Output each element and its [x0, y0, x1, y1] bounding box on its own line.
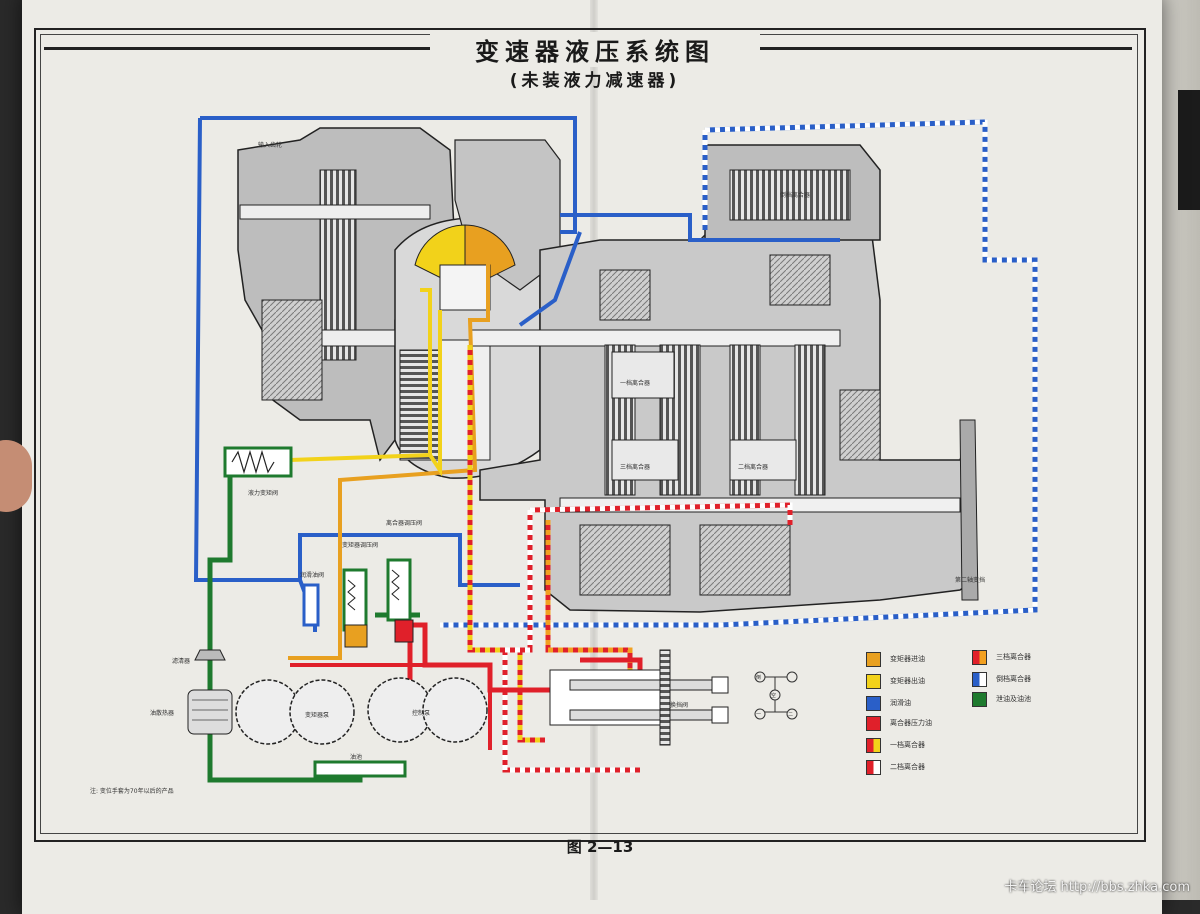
converter-out-line	[289, 288, 432, 462]
shift-pos-second: 二	[788, 712, 793, 718]
shift-pos-neutral: 空	[771, 692, 776, 699]
label-pump-converter: 变矩器泵	[305, 712, 330, 719]
converter-in-line	[288, 260, 490, 660]
converter-feed-lines	[288, 260, 490, 660]
legend-swatch-third-clutch	[972, 650, 987, 665]
label-reverse-clutch: 倒档离合器	[780, 192, 811, 199]
converter-hub	[439, 264, 491, 311]
lube-line-left-drop	[193, 117, 300, 582]
lube-line-to-clutch	[298, 533, 520, 587]
reverse-clutch-lines	[440, 119, 1038, 628]
label-converter-relief: 液力变矩阀	[248, 490, 279, 497]
label-input-gear: 输入齿轮	[258, 142, 283, 149]
output-flange	[959, 419, 979, 601]
thumb	[0, 440, 32, 512]
reverse-line-outer-dash	[440, 119, 1038, 628]
diagram-footnote: 注: 变位手套为70年以后的产品	[90, 788, 174, 795]
figure-caption: 图 2—13	[566, 838, 634, 856]
lube-line-mid	[518, 231, 582, 327]
label-clutch-adjust: 离合器调压阀	[386, 520, 423, 527]
upper-clutch-pack	[599, 269, 651, 321]
legend-label-third-clutch: 三档离合器	[996, 653, 1031, 661]
shift-pos-reverse: 倒	[756, 674, 761, 681]
third-clutch-pack	[611, 439, 679, 481]
input-gear-stack	[319, 169, 357, 361]
converter-ribs	[399, 349, 441, 461]
label-shift-valve: 换挡阀	[670, 702, 689, 709]
legend-swatch-lube	[866, 696, 881, 711]
legend-swatch-converter-in	[866, 652, 881, 667]
label-filter: 滤清器	[172, 658, 191, 665]
forum-watermark: 卡车论坛 http://bbs.zhka.com	[1004, 880, 1190, 895]
label-output-shaft: 第二轴变挡	[955, 577, 986, 584]
converter-turbine	[439, 339, 491, 461]
label-second-clutch: 二档离合器	[738, 464, 769, 471]
input-shaft	[239, 204, 431, 220]
title-rule-left	[44, 47, 434, 50]
label-first-clutch: 一档离合器	[620, 380, 651, 387]
diagram-title: 变速器液压系统图	[430, 32, 760, 67]
rear-housing-hatch	[839, 389, 881, 461]
filter-body	[194, 649, 226, 661]
lower-clutch-pack-2	[699, 524, 791, 596]
converter-relief-valve	[223, 446, 293, 478]
title-rule-right	[758, 47, 1132, 50]
lube-line-outer-loop	[200, 116, 577, 234]
converter-out-line-2	[428, 310, 442, 477]
oil-pumps	[235, 663, 492, 778]
regulator-valves	[302, 558, 414, 648]
legend-label-converter-in: 变矩器进油	[890, 655, 925, 663]
legend-swatch-converter-out	[866, 674, 881, 689]
second-clutch-line-dash	[502, 502, 793, 773]
legend-swatch-clutch-pressure	[866, 716, 881, 731]
legend-swatch-drain	[972, 692, 987, 707]
lower-clutch-pack-1	[579, 524, 671, 596]
oil-cooler-body	[187, 689, 233, 735]
label-oil-cooler: 油散热器	[150, 710, 175, 717]
label-lube-relief: 润滑油阀	[300, 572, 325, 579]
label-pump-control: 控制泵	[412, 710, 431, 717]
legend-label-reverse-clutch: 倒档离合器	[996, 675, 1031, 683]
reverse-clutch-pack	[729, 169, 851, 221]
adjacent-page-shadow	[1178, 90, 1200, 210]
legend-label-first-clutch: 一档离合器	[890, 741, 925, 749]
diagram-subtitle: (未装液力减速器)	[509, 71, 681, 91]
main-shaft	[469, 329, 841, 347]
legend-label-drain: 泄油及油池	[996, 695, 1031, 703]
shift-valve-body	[549, 649, 729, 746]
legend-swatch-reverse-clutch	[972, 672, 987, 687]
upper-clutch-pack-2	[769, 254, 831, 306]
legend-swatch-second-clutch	[866, 760, 881, 775]
lube-line-upper	[560, 213, 840, 242]
legend-label-lube: 润滑油	[890, 699, 911, 707]
legend-label-clutch-pressure: 离合器压力油	[890, 719, 932, 727]
first-clutch-pack	[611, 351, 675, 399]
filter-and-cooler	[187, 649, 233, 735]
label-sump: 油池	[350, 754, 363, 761]
label-third-clutch: 三档离合器	[620, 464, 651, 471]
input-housing-hatch	[261, 299, 323, 401]
label-converter-adjust: 变矩器调压阀	[342, 542, 379, 549]
gear-column-4	[794, 344, 826, 496]
diagram-frame	[34, 28, 1146, 842]
second-clutch-pack	[729, 439, 797, 481]
legend-label-converter-out: 变矩器出油	[890, 677, 925, 685]
legend-label-second-clutch: 二档离合器	[890, 763, 925, 771]
sump-pan	[313, 760, 407, 778]
third-clutch-line-dash	[545, 520, 633, 703]
transmission-cross-section	[237, 127, 979, 613]
shift-pattern	[754, 671, 798, 720]
legend-swatch-first-clutch	[866, 738, 881, 753]
drain-line-left	[207, 450, 363, 783]
shift-pos-first: 一	[756, 712, 761, 718]
